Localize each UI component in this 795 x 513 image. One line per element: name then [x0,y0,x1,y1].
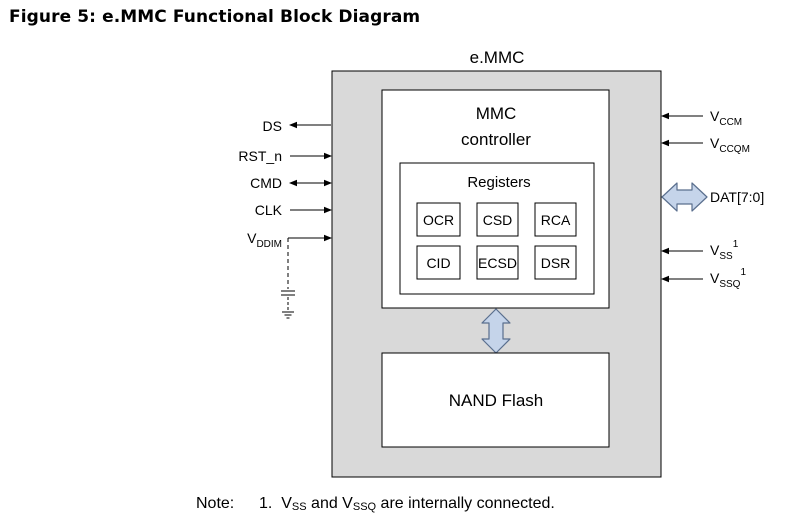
vccm-main: V [710,108,720,124]
vss-sub: SS [719,251,733,262]
nand-flash-label: NAND Flash [449,391,543,410]
vddim-sub: DDIM [256,239,282,250]
emmc-label: e.MMC [470,48,525,67]
signal-dat-label: DAT[7:0] [710,189,764,205]
register-dsr-box [534,245,577,280]
registers-title: Registers [467,174,530,191]
vccqm-sub: CCQM [719,144,750,155]
note-v1-sub: SS [291,501,307,513]
footnote: Note: 1. VSS and VSSQ are internally conn… [196,495,555,513]
figure-title: Figure 5: e.MMC Functional Block Diagram [9,7,421,27]
signal-cmd-label: CMD [250,175,282,191]
vssq-sup: 1 [740,267,746,278]
register-csd: CSD [483,212,513,228]
note-mid: and V [306,495,353,512]
note-v2-sub: SSQ [352,501,377,513]
dat-bus-arrow [661,182,708,212]
signal-vccm-label: VCCM [710,108,742,128]
register-rca-box [534,202,577,237]
note-number: 1. [259,495,273,512]
note-v1: V [281,495,292,512]
register-dsr: DSR [541,255,571,271]
signal-vssq-label: VSSQ1 [710,267,746,290]
controller-label-line2: controller [461,130,531,149]
vss-main: V [710,242,720,258]
signal-rst-n-label: RST_n [238,148,282,164]
register-cid: CID [426,255,450,271]
register-csd-box [476,202,519,237]
vss-sup: 1 [733,239,739,250]
note-tail: are internally connected. [376,495,555,512]
vccqm-main: V [710,135,720,151]
register-ecsd: ECSD [478,255,517,271]
note-label: Note: [196,495,235,512]
vssq-sub: SSQ [719,279,740,290]
register-ocr: OCR [423,212,454,228]
signal-clk-label: CLK [255,202,283,218]
controller-label-line1: MMC [476,104,517,123]
vssq-main: V [710,270,720,286]
signal-ds-label: DS [263,118,282,134]
signal-vddim-label: VDDIM [247,230,282,250]
signal-vss-label: VSS1 [710,239,739,262]
register-ocr-box [416,202,461,237]
vddim-main: V [247,230,257,246]
register-cid-box [416,245,461,280]
nand-flash-box [381,352,610,448]
register-rca: RCA [541,212,571,228]
register-ecsd-box [476,245,519,280]
signal-vccqm-label: VCCQM [710,135,750,155]
vccm-sub: CCM [719,117,742,128]
